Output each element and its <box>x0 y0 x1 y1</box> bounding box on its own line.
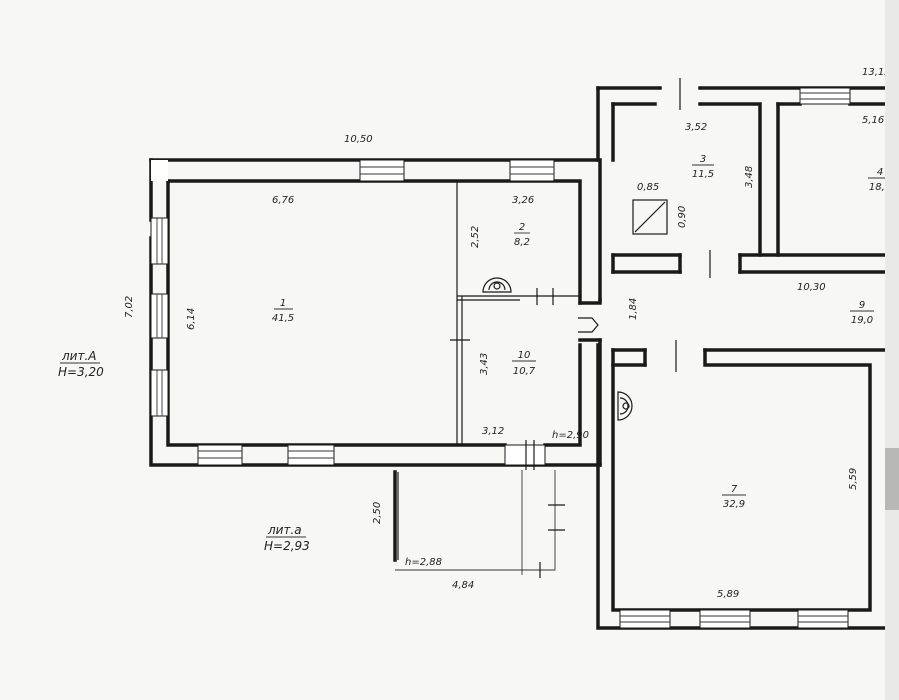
dim-porch-depth: 2,50 <box>372 502 383 524</box>
dim-outer-height: 7,02 <box>124 296 135 318</box>
room-3-number: 3 <box>700 154 706 165</box>
room-9-label: 9 19,0 <box>850 300 874 326</box>
room-4-area: 18,0 <box>869 182 891 193</box>
room-2-area: 8,2 <box>514 237 530 248</box>
dim-porch-width: 4,84 <box>452 580 474 591</box>
dim-room10-depth: 3,43 <box>479 353 490 375</box>
room-3-label: 3 11,5 <box>692 154 714 180</box>
room-10-label: 10 10,7 <box>512 350 536 377</box>
room-3-area: 11,5 <box>692 169 714 180</box>
dim-shaft-depth: 0,90 <box>677 206 688 228</box>
scan-edge <box>885 0 899 700</box>
room-1-area: 41,5 <box>272 313 294 324</box>
room-2-label: 2 8,2 <box>514 222 530 248</box>
sink-icon-room7 <box>617 391 633 421</box>
lit-a-upper-name: лит.А <box>61 349 96 363</box>
dim-top-length: 10,50 <box>344 134 373 145</box>
door-marks <box>675 78 711 372</box>
dim-room2-width: 3,26 <box>512 195 534 206</box>
dim-room1-depth: 6,14 <box>186 308 197 330</box>
dim-room1-width: 6,76 <box>272 195 294 206</box>
dim-door-184: 1,84 <box>628 298 639 320</box>
dim-right-length: 13,15 <box>862 67 891 78</box>
right-windows <box>619 87 851 629</box>
dim-corridor-length: 10,30 <box>797 282 826 293</box>
room-1-label: 1 41,5 <box>272 298 294 324</box>
dim-room2-depth: 2,52 <box>470 226 481 248</box>
lit-a-lower-label: лит.а H=2,93 <box>264 523 310 553</box>
interior-partitions <box>450 181 599 470</box>
shaft-icon <box>632 199 668 235</box>
dim-height-290: h=2,90 <box>552 430 589 441</box>
room-7-number: 7 <box>731 484 738 495</box>
dim-shaft-width: 0,85 <box>637 182 659 193</box>
porch-walls <box>393 470 565 578</box>
bottom-windows <box>197 444 546 466</box>
lit-a-lower-height: H=2,93 <box>264 539 310 553</box>
lit-a-upper-height: H=3,20 <box>58 365 104 379</box>
room-10-area: 10,7 <box>513 366 536 377</box>
dim-room4-width: 5,16 <box>862 115 884 126</box>
room-7-label: 7 32,9 <box>722 484 746 510</box>
dim-room7-depth: 5,59 <box>848 468 859 490</box>
sink-icon <box>482 277 512 293</box>
room-9-area: 19,0 <box>851 315 873 326</box>
lit-a-upper-label: лит.А H=3,20 <box>58 349 104 379</box>
room-4-number: 4 <box>877 167 883 178</box>
dim-room10-width: 3,12 <box>482 426 504 437</box>
dim-height-288: h=2,88 <box>405 557 442 568</box>
dim-room3-width: 3,52 <box>685 122 707 133</box>
left-windows <box>150 217 169 417</box>
lit-a-lower-name: лит.а <box>267 523 302 537</box>
main-building-walls <box>149 158 602 467</box>
room-1-number: 1 <box>280 298 286 309</box>
room-9-number: 9 <box>859 300 865 311</box>
dim-room7-width: 5,89 <box>717 589 739 600</box>
room-2-number: 2 <box>519 222 525 233</box>
room-10-number: 10 <box>518 350 531 361</box>
room-7-area: 32,9 <box>723 499 745 510</box>
scan-edge-tab <box>885 448 899 510</box>
top-windows <box>359 159 555 182</box>
dim-room3-depth: 3,48 <box>744 166 755 188</box>
